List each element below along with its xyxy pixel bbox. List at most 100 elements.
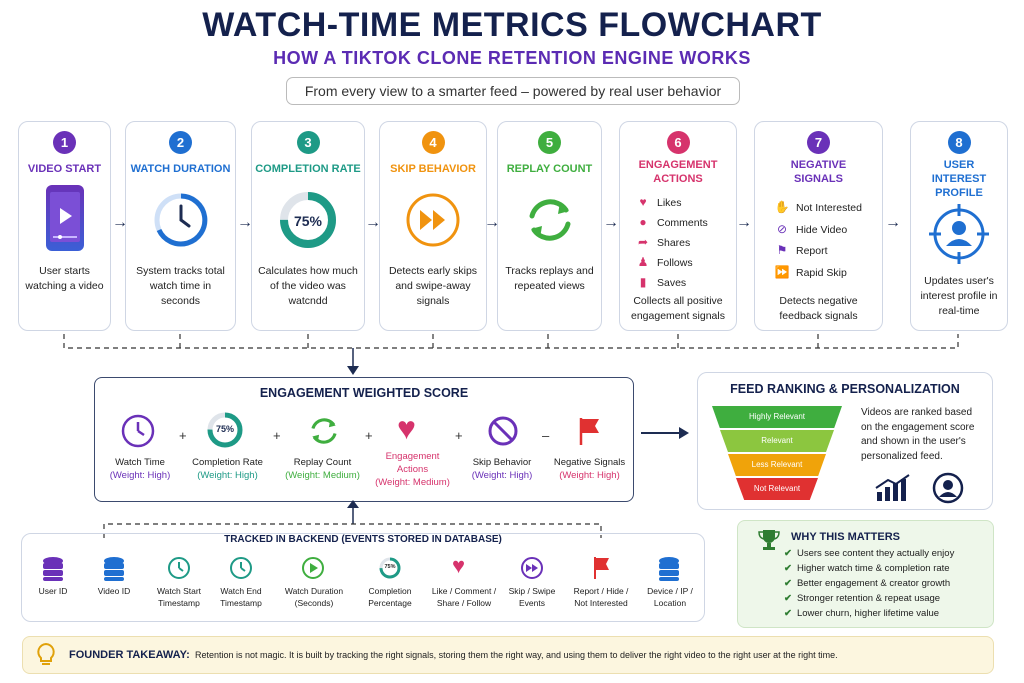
block-icon (487, 415, 519, 452)
list-item: ✔Lower churn, higher lifetime value (784, 608, 940, 619)
flow-arrow: → (237, 214, 253, 231)
step-card-negative-signals: 7 NEGATIVE SIGNALS ✋Not Interested ⊘Hide… (754, 121, 883, 331)
database-icon (103, 556, 125, 587)
operator: + (179, 428, 187, 443)
flow-arrow: → (885, 214, 901, 231)
step-card-replay-count: 5 REPLAY COUNT Tracks replays and repeat… (497, 121, 602, 331)
ring-label: 75% (384, 564, 396, 570)
step-number: 7 (807, 131, 830, 154)
flag-icon: ⚑ (776, 243, 788, 257)
feed-description: Videos are ranked based on the engagemen… (861, 407, 975, 462)
clock-icon (126, 192, 235, 253)
why-this-matters-panel: WHY THIS MATTERS ✔Users see content they… (737, 520, 994, 628)
takeaway-text: Retention is not magic. It is built by t… (195, 650, 838, 660)
operator: + (455, 428, 463, 443)
growth-chart-icon (874, 474, 912, 507)
block-icon: ⊘ (776, 221, 788, 236)
replay-icon (498, 194, 601, 251)
step-title: COMPLETION RATE (255, 163, 361, 175)
tracked-field: Device / IP / Location (647, 586, 693, 608)
funnel-level: Relevant (720, 430, 834, 452)
list-item: ✔Better engagement & creator growth (784, 578, 951, 589)
list-item: ♟Follows (634, 253, 708, 273)
panel-title: TRACKED IN BACKEND (EVENTS STORED IN DAT… (224, 534, 502, 545)
dashed-connector (63, 334, 959, 375)
comment-icon: ● (639, 215, 647, 229)
operator: + (365, 428, 373, 443)
step-desc: Tracks replays and repeated views (505, 265, 594, 292)
list-item: ✔Users see content they actually enjoy (784, 548, 955, 559)
funnel-level: Less Relevant (728, 454, 826, 476)
ring-label: 75% (215, 424, 234, 434)
follow-icon: ♟ (637, 255, 649, 269)
step-desc: User starts watching a video (25, 265, 104, 292)
progress-ring-icon (252, 190, 364, 255)
tracked-field: User ID (38, 586, 68, 596)
tracked-backend-panel: TRACKED IN BACKEND (EVENTS STORED IN DAT… (21, 533, 705, 622)
replay-icon (308, 415, 340, 452)
page-title: WATCH-TIME METRICS FLOWCHART (202, 6, 822, 44)
arrow-to-feed (641, 427, 689, 439)
tracked-field: Watch Duration (Seconds) (284, 586, 344, 608)
tracked-field: Video ID (97, 586, 131, 596)
step-number: 6 (666, 131, 690, 154)
tagline: From every view to a smarter feed – powe… (286, 77, 740, 105)
list-item: ⏩Rapid Skip (773, 262, 862, 284)
tracked-field: Like / Comment / Share / Follow (431, 586, 497, 608)
step-card-engagement-actions: 6 ENGAGEMENT ACTIONS ♥Likes ●Comments ➦S… (619, 121, 737, 331)
step-desc: System tracks total watch time in second… (136, 265, 225, 307)
lightbulb-icon (36, 642, 56, 673)
step-number: 4 (421, 131, 445, 154)
database-icon (658, 556, 680, 587)
flow-arrow: → (112, 214, 128, 231)
tracked-field: Skip / Swipe Events (508, 586, 556, 608)
step-desc: Collects all positive engagement signals (631, 295, 725, 322)
clock-icon (120, 413, 156, 454)
fast-forward-icon: ⏩ (774, 264, 790, 279)
step-number: 3 (296, 131, 320, 154)
list-item: ⚑Report (773, 240, 862, 262)
target-user-icon (911, 202, 1007, 271)
tracked-field: Watch Start Timestamp (156, 586, 202, 608)
factor-watch-time: Watch Time(Weight: High) (109, 457, 171, 481)
benefit-list: ✔Users see content they actually enjoy ✔… (784, 546, 954, 621)
panel-title: FEED RANKING & PERSONALIZATION (730, 382, 960, 396)
step-desc: Detects early skips and swipe-away signa… (388, 265, 478, 307)
flow-arrow: → (603, 214, 619, 231)
list-item: ✔Stronger retention & repeat usage (784, 593, 941, 604)
step-title: USER INTEREST PROFILE (931, 159, 987, 199)
clock-icon (229, 556, 253, 585)
list-item: ✔Higher watch time & completion rate (784, 563, 950, 574)
tracked-field: Completion Percentage (368, 586, 412, 608)
trophy-icon (758, 528, 780, 557)
step-number: 8 (947, 131, 971, 154)
list-item: ♥Likes (634, 193, 708, 213)
progress-ring-icon (206, 411, 244, 454)
flow-arrow: → (736, 214, 752, 231)
flag-icon (592, 556, 612, 585)
list-item: ✋Not Interested (773, 197, 862, 219)
user-icon (932, 472, 964, 509)
factor-completion-rate: Completion Rate(Weight: High) (192, 457, 263, 481)
panel-title: WHY THIS MATTERS (791, 531, 900, 543)
ring-label: 75% (293, 213, 323, 229)
backend-connector (103, 500, 602, 538)
page-subtitle: HOW A TIKTOK CLONE RETENTION ENGINE WORK… (273, 48, 751, 68)
operator: – (542, 428, 550, 443)
play-circle-icon (301, 556, 325, 585)
check-icon: ✔ (784, 563, 792, 574)
operator: + (273, 428, 281, 443)
factor-replay-count: Replay Count(Weight: Medium) (285, 457, 360, 481)
flag-icon (577, 416, 603, 451)
feed-ranking-panel: FEED RANKING & PERSONALIZATION Highly Re… (697, 372, 993, 510)
factor-negative-signals: Negative Signals(Weight: High) (553, 457, 626, 481)
factor-skip-behavior: Skip Behavior(Weight: High) (471, 457, 533, 481)
step-title: REPLAY COUNT (506, 163, 593, 175)
step-card-skip-behavior: 4 SKIP BEHAVIOR Detects early skips and … (379, 121, 487, 331)
check-icon: ✔ (784, 578, 792, 589)
heart-icon: ♥ (397, 410, 416, 446)
check-icon: ✔ (784, 593, 792, 604)
step-desc: Detects negative feedback signals (779, 295, 858, 322)
step-card-user-interest-profile: 8 USER INTEREST PROFILE Updates user's i… (910, 121, 1008, 331)
funnel-level: Not Relevant (736, 478, 818, 500)
